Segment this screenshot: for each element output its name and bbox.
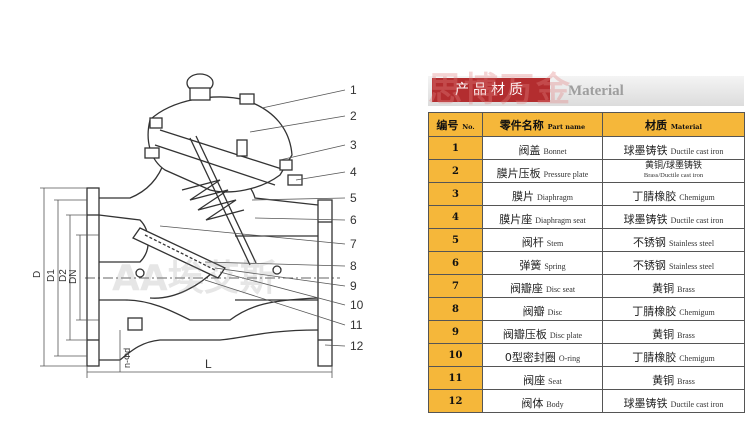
row-no: 4 [428,205,483,229]
callout-4: 4 [350,165,357,179]
callout-2: 2 [350,109,357,123]
material-banner: 产品材质 Material 思博万金 [428,70,744,110]
callout-7: 7 [350,237,357,251]
header-no: 编号 No. [428,112,483,137]
callout-12: 12 [350,339,364,353]
dim-d-label: D [32,271,43,278]
dim-dn-label: DN [68,270,79,284]
valve-cross-section-drawing: 1 2 3 4 5 6 7 8 9 10 11 12 L D D1 D2 DN … [32,73,364,378]
row-no: 6 [428,251,483,275]
row-no: 8 [428,297,483,321]
callout-8: 8 [350,259,357,273]
drawing-watermark: AA埃艾斯 [112,258,276,299]
banner-title-en: Material [568,83,624,99]
callout-11: 11 [350,318,363,332]
table-header-row: 编号 No. 零件名称 Part name 材质 Material [428,112,745,137]
row-no: 12 [428,389,483,413]
row-no: 9 [428,320,483,344]
row-no: 2 [428,159,483,183]
callout-10: 10 [350,298,364,312]
callout-1: 1 [350,83,357,97]
row-no: 11 [428,366,483,390]
row-no: 1 [428,136,483,160]
callout-5: 5 [350,191,357,205]
header-material: 材质 Material [602,112,745,137]
header-part: 零件名称 Part name [482,112,603,137]
callout-6: 6 [350,213,357,227]
row-no: 5 [428,228,483,252]
row-no: 3 [428,182,483,206]
row-no: 7 [428,274,483,298]
callout-3: 3 [350,138,357,152]
dim-holes-label: n-Φd [122,348,132,368]
dim-d1-label: D1 [46,269,57,282]
dim-d2-label: D2 [58,269,69,282]
row-no: 10 [428,343,483,367]
callout-9: 9 [350,279,357,293]
banner-title-cn: 产品材质 [432,78,550,102]
dim-l-label: L [205,357,212,371]
